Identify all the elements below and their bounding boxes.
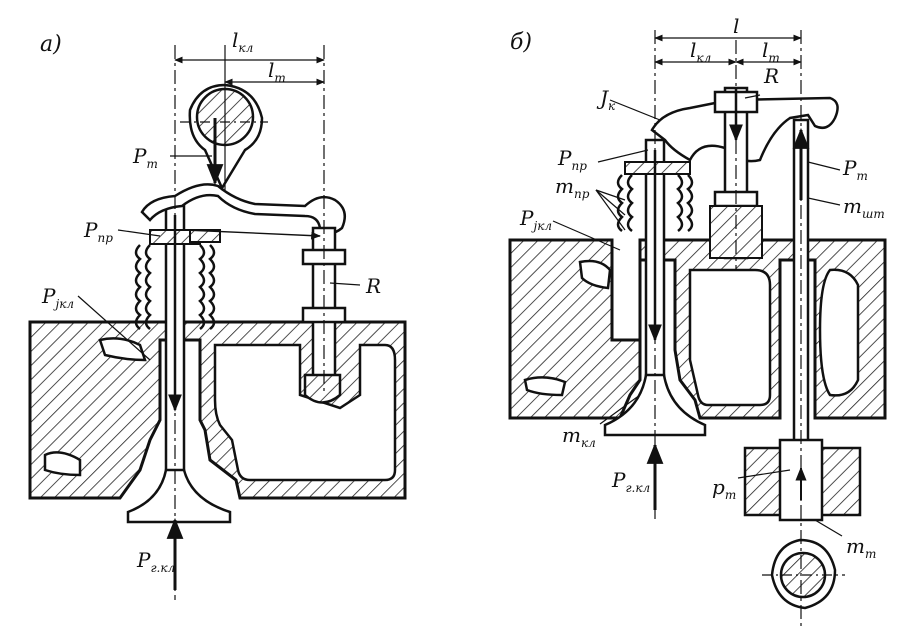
label-p-t-a: Pт — [133, 144, 158, 171]
label-r-b: R — [764, 64, 780, 88]
label-p-pr-a: Pпр — [84, 218, 113, 245]
label-r-a: R — [366, 274, 382, 298]
label-p-gkl-b: Pг.кл — [612, 468, 651, 495]
label-m-t-b: mт — [846, 534, 877, 561]
panel-b-letter: б) — [510, 30, 533, 55]
label-p-t-b: Pт — [843, 156, 868, 183]
label-l-b: l — [733, 14, 740, 38]
valve-head-a — [126, 468, 232, 524]
head-cavity-a — [213, 343, 397, 482]
label-p-jkl-b: Pjкл — [520, 206, 552, 233]
panel-b-drawing — [508, 30, 887, 630]
panel-a-letter: а) — [40, 32, 62, 57]
label-p-t-lower-b: pт — [712, 475, 737, 502]
label-m-sht-b: mшт — [843, 194, 885, 221]
label-m-kl-b: mкл — [562, 423, 596, 450]
label-j-k-b: Jк — [600, 86, 616, 113]
label-p-jkl-a: Pjкл — [42, 284, 74, 311]
label-p-pr-b: Pпр — [558, 146, 587, 173]
label-l-kl-a: lкл — [232, 28, 254, 55]
label-l-kl-b: lкл — [690, 38, 712, 65]
panel-a-drawing — [28, 45, 407, 600]
valve-spring-a — [134, 244, 216, 330]
head-cavity-b — [688, 268, 772, 407]
label-m-pr-b: mпр — [555, 174, 590, 201]
label-l-t-b: lт — [762, 38, 780, 65]
label-l-t-a: lт — [268, 58, 286, 85]
label-p-gkl-a: Pг.кл — [137, 548, 176, 575]
